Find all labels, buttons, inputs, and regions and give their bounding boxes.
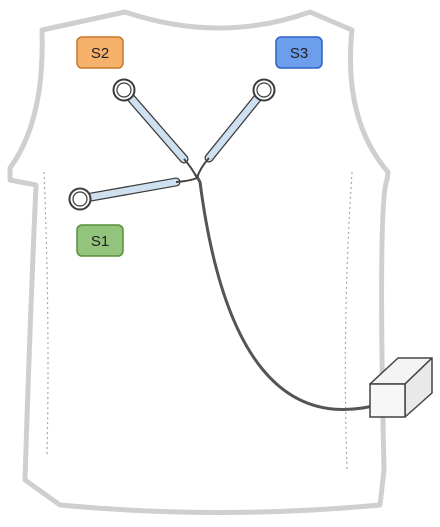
lead-s3 (196, 85, 269, 179)
recorder-box (369, 357, 433, 418)
electrode-s3 (252, 78, 276, 102)
electrode-s1 (68, 187, 92, 211)
sensor-badge-s2: S2 (76, 36, 124, 69)
sensor-label-s2: S2 (91, 45, 109, 62)
sensor-badge-s3: S3 (275, 36, 323, 69)
sensor-badge-s1: S1 (76, 224, 124, 257)
sensor-label-s1: S1 (91, 233, 109, 250)
lead-s1 (75, 177, 198, 204)
vest-outline (7, 9, 391, 515)
sensor-label-s3: S3 (290, 45, 308, 62)
electrode-s2 (112, 78, 136, 102)
lead-s2 (119, 85, 198, 179)
